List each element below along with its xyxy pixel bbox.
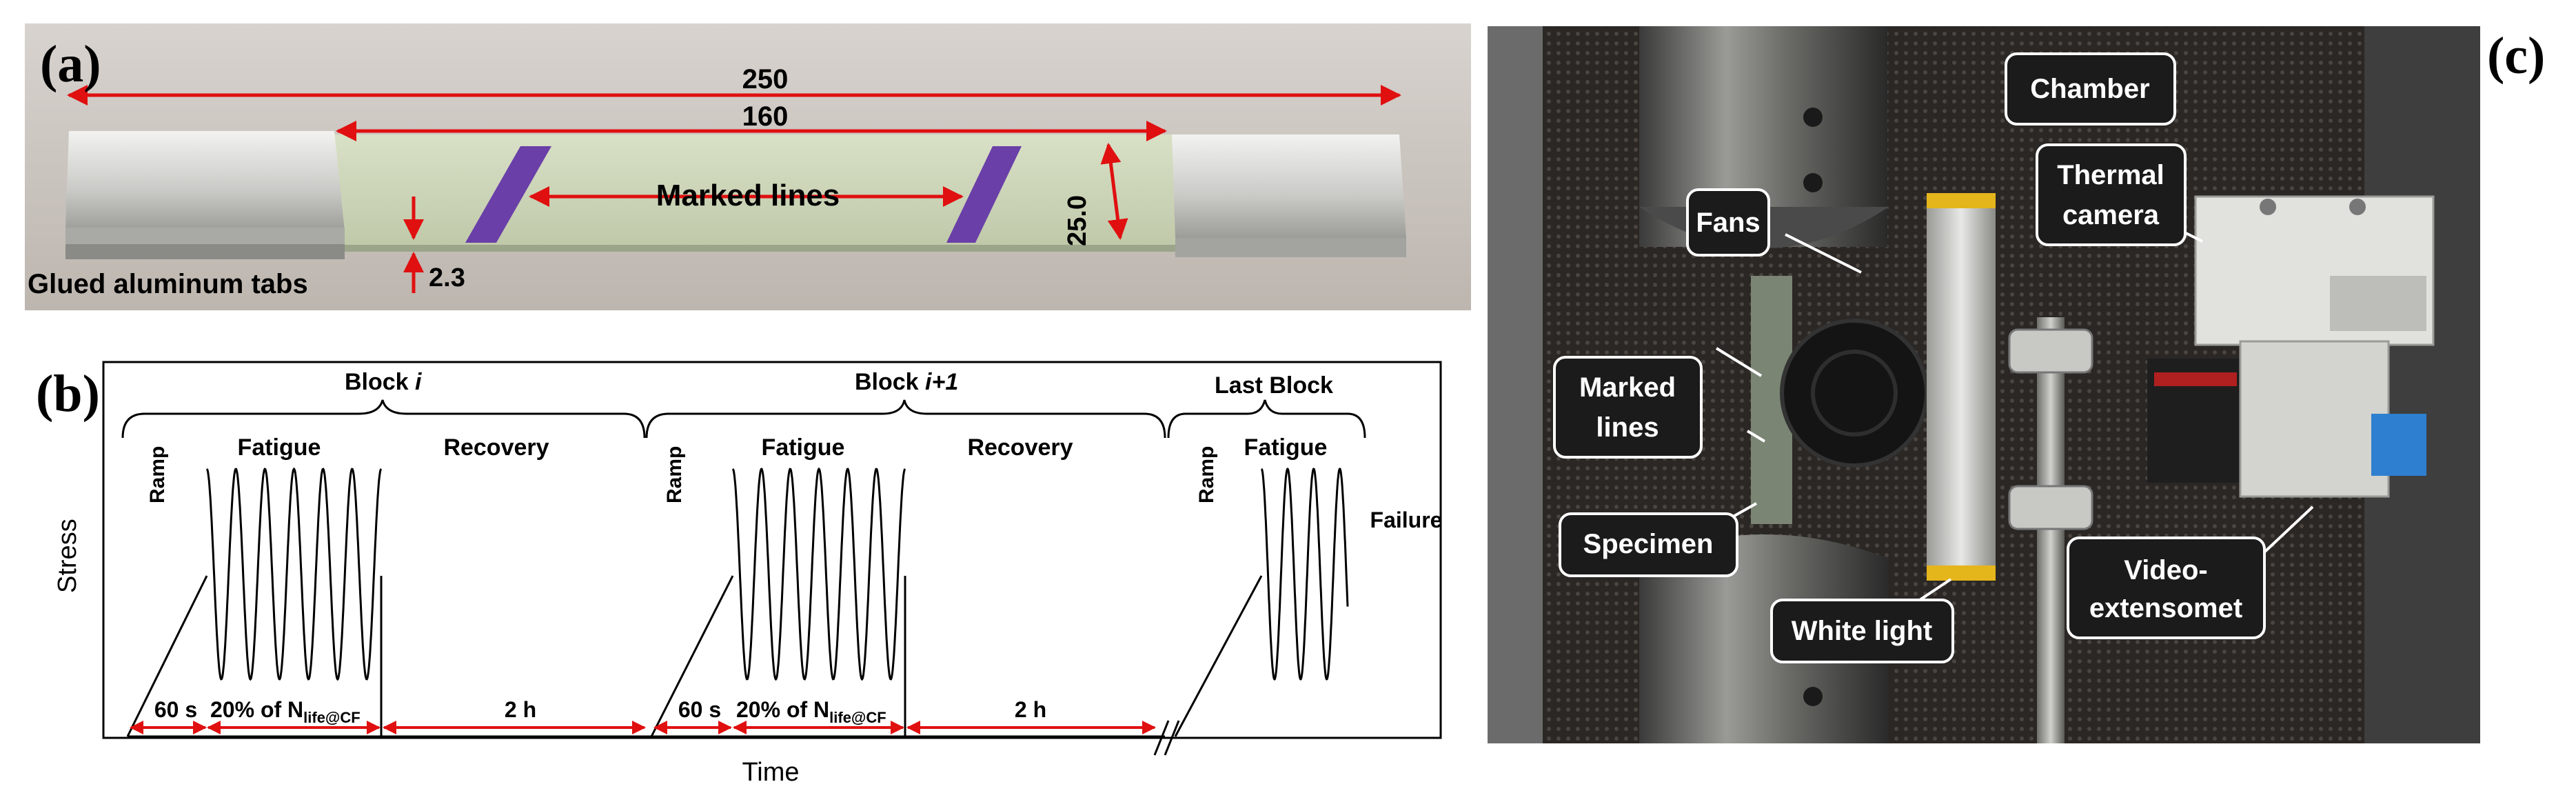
video-text-1: Video- [2124,555,2208,585]
fatigue-waveform-2 [731,467,906,681]
ramp-line-1 [126,575,208,737]
white-light-text: White light [1792,616,1932,646]
thermal-text-1: Thermal [2057,160,2164,190]
fans-callout [1686,188,1770,257]
marked-line-right [946,146,1022,243]
fans-text: Fans [1696,208,1760,238]
ramp-line-3 [1174,575,1263,737]
left-aluminum-tab [65,131,345,231]
last-block-label: Last Block [1215,372,1333,399]
panel-b-diagram: Block i Block i+1 Last Block Fatigue Rec… [53,361,1443,787]
ramp-label-1: Ramp [146,446,169,503]
recovery-label-1: Recovery [443,434,549,461]
round-fan [1780,319,1929,468]
chamber-callout [2005,52,2176,126]
dur-2h-label-1: 2 h [505,697,536,722]
dim-25-label: 25.0 [1063,195,1092,246]
axis-break-2 [1164,720,1180,756]
diagram-frame [102,361,1442,739]
x-axis-label: Time [742,758,799,787]
block-i1-label: Block i+1 [855,369,958,395]
panel-c-photo: Chamber Thermal camera Fans Marked lines… [1488,26,2480,743]
marked-line-left [465,146,551,243]
marked-text-1: Marked [1579,372,1676,403]
tabs-label: Glued aluminum tabs [28,269,308,299]
dim-250-label: 250 [742,64,789,94]
fatigue-label-1: Fatigue [238,434,321,461]
video-extensometer-body [2239,340,2390,498]
recovery-label-2: Recovery [967,434,1073,461]
marked-lines-callout [1553,356,1703,459]
chamber-text: Chamber [2030,74,2149,104]
right-aluminum-tab [1172,134,1406,238]
fatigue-waveform-1 [205,467,383,681]
dim-arrow-25 [1100,143,1128,240]
brace-block-i [121,399,646,439]
support-rod [2037,317,2065,743]
dur-60s-label-1: 60 s [154,697,197,722]
callout-boxes [1553,52,2266,663]
axis-break-1 [1153,720,1170,756]
lower-grip [1639,534,1889,743]
thermal-camera-callout [2036,143,2187,246]
block-i-label: Block i [345,369,423,395]
white-light-bar [1927,197,1996,576]
fatigue-label-3: Fatigue [1244,434,1328,461]
dur-60s-label-2: 60 s [678,697,721,722]
marked-text-2: lines [1596,412,1659,443]
marked-lines-label: Marked lines [656,179,840,212]
dur-2h-label-2: 2 h [1015,697,1046,722]
ramp-line-2 [650,575,734,737]
video-text-2: extensomet [2089,593,2242,623]
ramp-label-2: Ramp [663,446,686,503]
dim-thickness-label: 2.3 [429,263,465,292]
failure-label: Failure [1370,508,1443,532]
y-axis-label: Stress [53,519,82,593]
panel-b-label: (b) [36,365,100,423]
chamber-wall-left [1488,26,1543,743]
panel-a-photo: 250 160 Marked lines 25.0 2.3 Glued alum… [25,23,1471,310]
brace-last-block [1167,399,1366,439]
panel-a-label: (a) [40,35,101,93]
dim-160-label: 160 [742,101,789,132]
white-light-callout [1770,599,1954,663]
fatigue-label-2: Fatigue [762,434,845,461]
camera-cable [2371,414,2426,476]
specimen-callout [1559,512,1738,577]
panel-c-label: (c) [2487,27,2546,85]
dur-pct-label-1: 20% of Nlife@CF [210,697,361,726]
dur-pct-label-2: 20% of Nlife@CF [736,697,886,726]
ramp-label-3: Ramp [1195,446,1218,503]
specimen-text: Specimen [1583,529,1714,559]
fatigue-waveform-3 [1260,468,1349,681]
video-extensometer-callout [2067,537,2266,639]
thermal-text-2: camera [2062,200,2160,230]
brace-block-i1 [645,399,1166,439]
